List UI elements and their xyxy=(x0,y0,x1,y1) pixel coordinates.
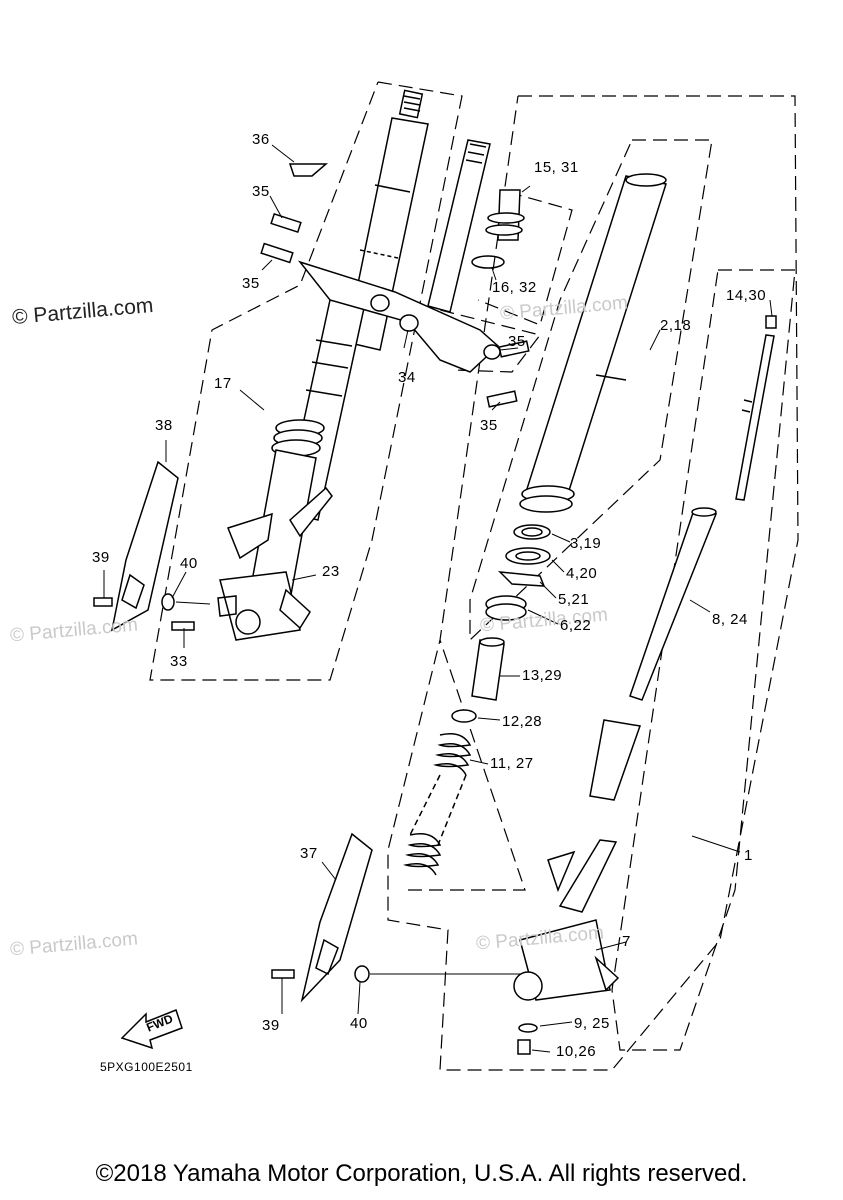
left-fork-assembly xyxy=(217,89,429,641)
callout-40: 40 xyxy=(350,1015,368,1032)
fwd-arrow xyxy=(120,1009,183,1050)
callout-8-24: 8, 24 xyxy=(712,611,748,628)
inner-tube-right xyxy=(519,173,667,513)
callout-39: 39 xyxy=(262,1017,280,1034)
callout-15-31: 15, 31 xyxy=(534,159,579,176)
callout-5-21: 5,21 xyxy=(558,591,590,608)
callout-36: 36 xyxy=(252,131,270,148)
seals-washers xyxy=(485,524,551,621)
damper-rod xyxy=(629,315,777,701)
callout-13-29: 13,29 xyxy=(522,667,563,684)
spring-group xyxy=(403,637,505,876)
callout-6-22: 6,22 xyxy=(560,617,592,634)
assembly-boundaries xyxy=(149,81,799,1071)
callout-10-26: 10,26 xyxy=(556,1043,597,1060)
bracket-assembly xyxy=(260,139,530,408)
callout-23: 23 xyxy=(322,563,340,580)
callout-1: 1 xyxy=(744,847,753,864)
callout-39: 39 xyxy=(92,549,110,566)
callout-17: 17 xyxy=(214,375,232,392)
callout-16-32: 16, 32 xyxy=(492,279,537,296)
callout-35: 35 xyxy=(508,333,526,350)
spring-coils xyxy=(403,733,472,876)
callout-7: 7 xyxy=(622,933,631,950)
callout-34: 34 xyxy=(398,369,416,386)
callout-12-28: 12,28 xyxy=(502,713,543,730)
copyright-footer: ©2018 Yamaha Motor Corporation, U.S.A. A… xyxy=(95,1160,748,1187)
callout-40: 40 xyxy=(180,555,198,572)
callout-35: 35 xyxy=(242,275,260,292)
callout-4-20: 4,20 xyxy=(566,565,598,582)
callout-11-27: 11, 27 xyxy=(490,755,534,772)
callout-35: 35 xyxy=(252,183,270,200)
leader-lines xyxy=(103,144,773,1053)
callout-37: 37 xyxy=(300,845,318,862)
fork-guards xyxy=(110,460,373,1003)
callout-2-18: 2,18 xyxy=(660,317,692,334)
diagram-code: 5PXG100E2501 xyxy=(100,1060,193,1074)
callout-14-30: 14,30 xyxy=(726,287,767,304)
callout-9-25: 9, 25 xyxy=(574,1015,610,1032)
bolt-35-upper xyxy=(260,212,530,408)
small-fasteners xyxy=(93,593,370,983)
outer-tube-right xyxy=(513,719,642,1055)
callout-38: 38 xyxy=(155,417,173,434)
callout-33: 33 xyxy=(170,653,188,670)
callout-3-19: 3,19 xyxy=(570,535,602,552)
callout-35: 35 xyxy=(480,417,498,434)
